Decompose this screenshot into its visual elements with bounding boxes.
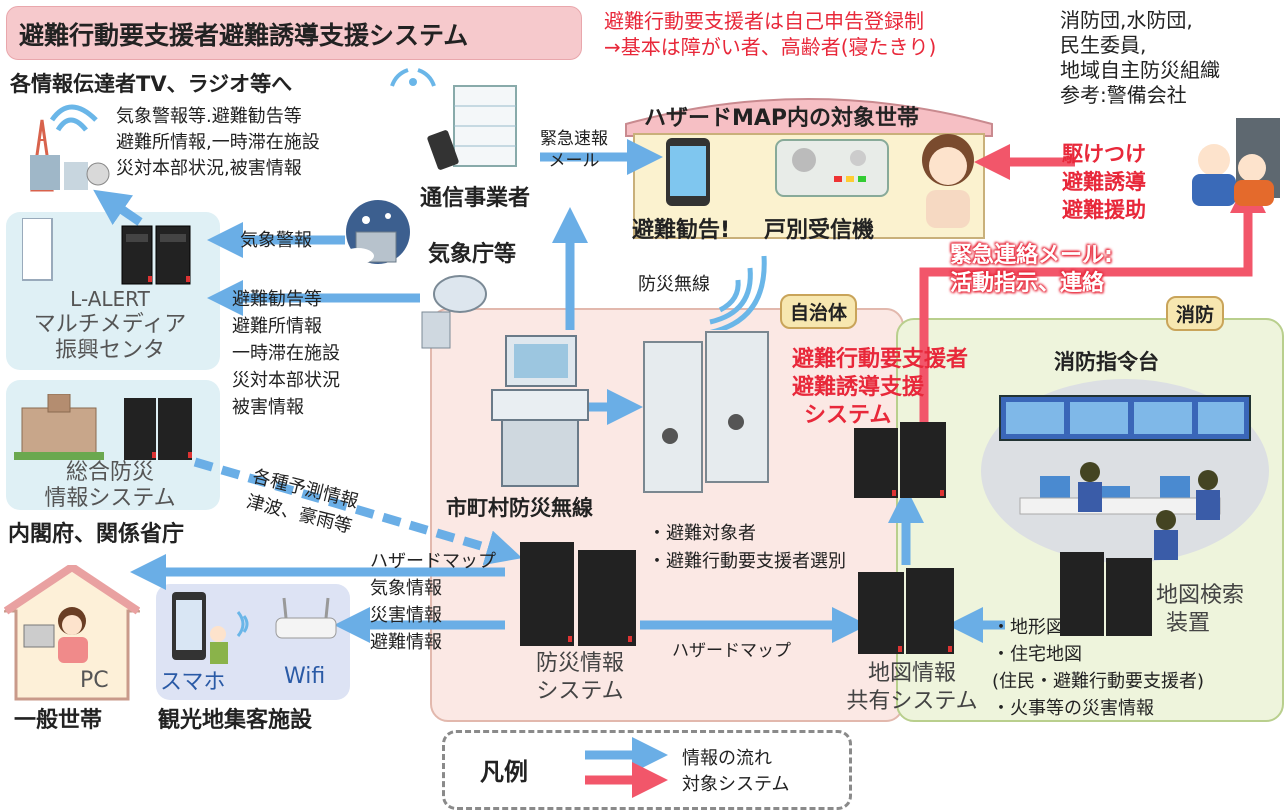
- registration-note: 避難行動要支援者は自己申告登録制 →基本は障がい者、高齢者(寝たきり): [604, 9, 937, 59]
- legend-title: 凡例: [480, 758, 528, 786]
- wifi-router-icon: [236, 597, 337, 639]
- pc-user-icon: [23, 607, 88, 663]
- weather-warning-flow-label: 気象警報: [240, 230, 312, 251]
- map-share-label: 地図情報 共有システム: [846, 661, 978, 714]
- legend-target-label: 対象システム: [682, 774, 790, 795]
- evacuation-advisory-caption: 避難勧告!: [632, 218, 731, 243]
- satellite-dish-icon: [421, 275, 487, 349]
- map-search-server: [1060, 552, 1152, 636]
- bosai-musen-flow-label: 防災無線: [638, 274, 710, 295]
- info-output-list: ハザードマップ 気象情報 災害情報 避難情報: [370, 551, 496, 653]
- wifi-label: Wifi: [284, 664, 326, 689]
- media-heading: 各情報伝達者TV、ラジオ等へ: [10, 72, 293, 96]
- radio-server-icon: [643, 331, 769, 493]
- title-banner: 避難行動要支援者避難誘導支援システム: [6, 6, 582, 60]
- pc-label: PC: [80, 668, 109, 693]
- arrow-lalert-media: [93, 189, 143, 226]
- emergency-flash-label: 緊急速報 メール: [540, 129, 608, 171]
- evacuation-flow-list: 避難勧告等 避難所情報 一時滞在施設 災対本部状況 被害情報: [232, 289, 340, 418]
- receiver-device-icon: [775, 139, 889, 197]
- lalert-label: L-ALERT マルチメディア 振興センタ: [33, 287, 187, 363]
- lalert-building-icon: [22, 218, 191, 285]
- dispatch-list: 駆けつけ 避難誘導 避難援助: [1062, 142, 1146, 222]
- sogo-label: 総合防災 情報システム: [44, 460, 176, 511]
- map-search-label: 地図検索 装置: [1156, 583, 1245, 636]
- rescue-staff-icon: [1192, 118, 1280, 206]
- command-room-scene: [981, 379, 1269, 563]
- fire-command-label: 消防指令台: [1054, 350, 1159, 374]
- carrier-label: 通信事業者: [420, 186, 531, 211]
- hazard-household-title: ハザードMAP内の対象世帯: [644, 106, 920, 131]
- receiver-caption: 戸別受信機: [764, 218, 875, 243]
- carrier-building-icon: [390, 68, 517, 170]
- volunteer-list: 消防団,水防団, 民生委員, 地域自主防災組織 参考:警備会社: [1060, 8, 1220, 107]
- jichitai-tag: 自治体: [780, 294, 858, 329]
- tourist-facility-label: 観光地集客施設: [158, 708, 313, 733]
- sogo-caption: 内閣府、関係省庁: [8, 522, 185, 547]
- media-items: 気象警報等.避難勧告等 避難所情報,一時滞在施設 災対本部状況,被害情報: [116, 106, 320, 179]
- emergency-mail-label: 緊急連絡メール: 活動指示、連絡: [950, 243, 1113, 296]
- shobo-tag: 消防: [1166, 296, 1225, 331]
- jma-building-icon: [342, 200, 410, 264]
- target-system-server: [854, 422, 946, 498]
- arrow-forecast: [193, 457, 523, 566]
- page-title: 避難行動要支援者避難誘導支援システム: [19, 21, 469, 50]
- radio-console-icon: [491, 335, 589, 487]
- municipal-radio-label: 市町村防災無線: [446, 496, 593, 520]
- map-data-list: ・地形図 ・住宅地図 (住民・避難行動要支援者) ・火事等の災害情報: [992, 617, 1205, 719]
- map-share-server: [858, 568, 954, 654]
- smartphone-label: スマホ: [160, 670, 226, 695]
- smartphone-icon: [666, 138, 710, 206]
- radio-wave-icon: [709, 255, 767, 330]
- hazard-map-flow-label: ハザードマップ: [672, 641, 791, 661]
- jma-label: 気象庁等: [428, 242, 517, 267]
- bosai-info-label: 防災情報 システム: [535, 651, 624, 704]
- target-selection-list: ・避難対象者 ・避難行動要支援者選別: [648, 523, 846, 572]
- legend-flow-label: 情報の流れ: [682, 748, 772, 769]
- arrow-emergency-mail: [919, 177, 1266, 425]
- general-household-label: 一般世帯: [14, 708, 103, 733]
- target-system-label: 避難行動要支援者 避難誘導支援 システム: [792, 347, 969, 428]
- government-building-icon: [14, 394, 192, 460]
- broadcast-tower-icon: [30, 104, 110, 192]
- resident-avatar: [922, 134, 974, 228]
- tourist-phone-icon: [172, 592, 228, 664]
- bosai-info-server: [520, 542, 636, 646]
